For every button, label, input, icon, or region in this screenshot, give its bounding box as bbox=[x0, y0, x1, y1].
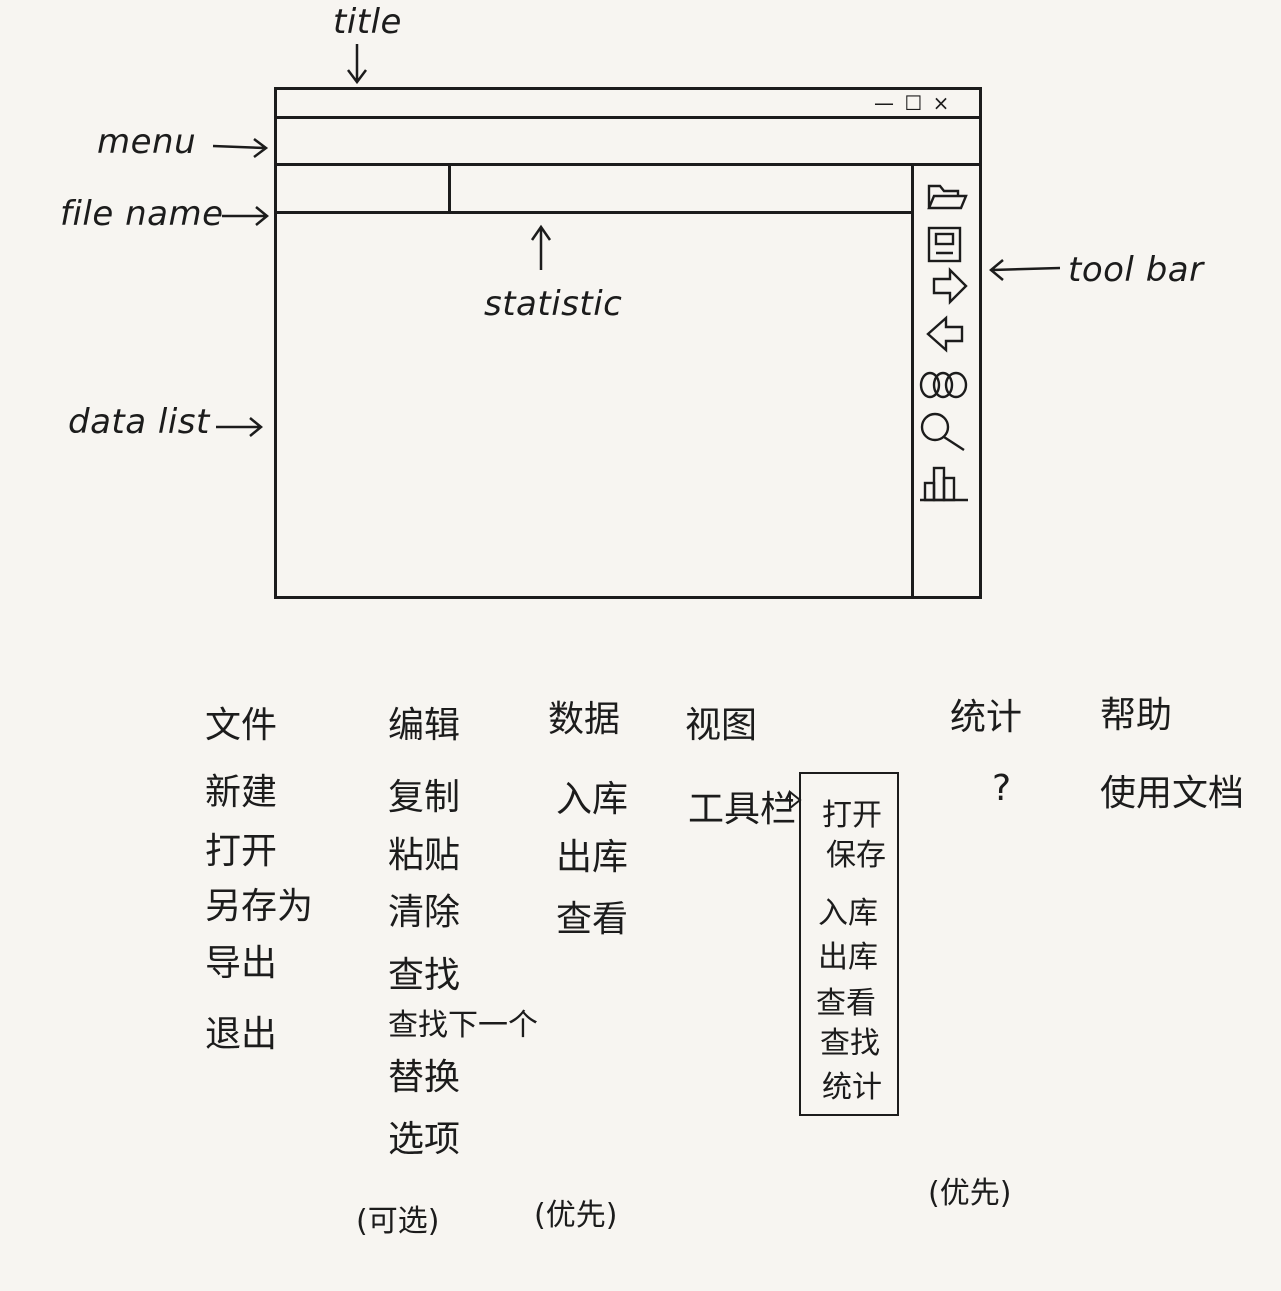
menu-data-item-view[interactable]: 查看 bbox=[556, 899, 629, 940]
title-bar-divider bbox=[274, 116, 982, 119]
view-icon[interactable] bbox=[919, 371, 968, 399]
submenu-item-save[interactable]: 保存 bbox=[826, 838, 886, 873]
menu-edit-item-paste[interactable]: 粘贴 bbox=[388, 835, 461, 876]
menu-file-title[interactable]: 文件 bbox=[205, 705, 278, 746]
menu-edit-item-replace[interactable]: 替换 bbox=[388, 1057, 461, 1098]
window-controls[interactable]: — ☐ × bbox=[874, 91, 952, 115]
menu-data-title[interactable]: 数据 bbox=[548, 699, 621, 740]
menu-stats-note: (优先) bbox=[928, 1176, 1012, 1211]
submenu-item-outbound[interactable]: 出库 bbox=[818, 940, 878, 975]
arrow-right-icon[interactable] bbox=[932, 267, 968, 305]
menu-data-note: (优先) bbox=[534, 1198, 618, 1233]
menu-data-item-outbound[interactable]: 出库 bbox=[556, 837, 629, 878]
menu-bar-divider bbox=[274, 163, 982, 166]
menu-file-item-save-as[interactable]: 另存为 bbox=[205, 886, 314, 927]
menu-data-item-inbound[interactable]: 入库 bbox=[556, 779, 629, 820]
submenu-item-inbound[interactable]: 入库 bbox=[818, 896, 878, 931]
menu-help-item-docs[interactable]: 使用文档 bbox=[1100, 773, 1245, 814]
menu-file-item-new[interactable]: 新建 bbox=[205, 772, 278, 813]
menu-file-item-export[interactable]: 导出 bbox=[205, 943, 278, 984]
app-window-wireframe bbox=[274, 87, 982, 599]
menu-edit-item-find-next[interactable]: 查找下一个 bbox=[388, 1008, 538, 1043]
menu-edit-item-find[interactable]: 查找 bbox=[388, 955, 461, 996]
submenu-item-open[interactable]: 打开 bbox=[822, 798, 882, 833]
file-name-divider bbox=[274, 211, 914, 214]
submenu-item-find[interactable]: 查找 bbox=[820, 1026, 880, 1061]
menu-stats-title[interactable]: 统计 bbox=[950, 697, 1023, 738]
statistic-annotation: statistic bbox=[484, 284, 623, 324]
data-list-annotation: data list bbox=[68, 402, 210, 442]
menu-annotation: menu bbox=[97, 122, 197, 162]
menu-edit-item-clear[interactable]: 清除 bbox=[388, 892, 461, 933]
menu-file-item-open[interactable]: 打开 bbox=[205, 831, 278, 872]
bar-chart-icon[interactable] bbox=[920, 466, 968, 502]
menu-stats-item-unknown[interactable]: ? bbox=[992, 768, 1012, 809]
menu-view-item-toolbar[interactable]: 工具栏 bbox=[688, 789, 797, 830]
arrow-left-icon[interactable] bbox=[926, 315, 964, 353]
menu-edit-note: (可选) bbox=[356, 1204, 440, 1239]
tool-bar-annotation: tool bar bbox=[1068, 250, 1204, 290]
submenu-item-view[interactable]: 查看 bbox=[816, 986, 876, 1021]
save-icon[interactable] bbox=[927, 226, 962, 263]
submenu-item-stats[interactable]: 统计 bbox=[822, 1070, 882, 1105]
menu-edit-item-options[interactable]: 选项 bbox=[388, 1119, 461, 1160]
menu-help-title[interactable]: 帮助 bbox=[1100, 695, 1173, 736]
menu-edit-title[interactable]: 编辑 bbox=[388, 705, 461, 746]
file-name-annotation: file name bbox=[60, 194, 224, 234]
folder-icon[interactable] bbox=[927, 184, 968, 210]
menu-view-title[interactable]: 视图 bbox=[685, 705, 758, 746]
search-icon[interactable] bbox=[920, 412, 965, 452]
menu-file-item-exit[interactable]: 退出 bbox=[205, 1014, 278, 1055]
toolbar-submenu-box bbox=[799, 772, 899, 1116]
menu-edit-item-copy[interactable]: 复制 bbox=[388, 777, 461, 818]
statistic-divider bbox=[448, 163, 451, 213]
toolbar-divider bbox=[911, 163, 914, 599]
title-annotation: title bbox=[333, 2, 402, 42]
